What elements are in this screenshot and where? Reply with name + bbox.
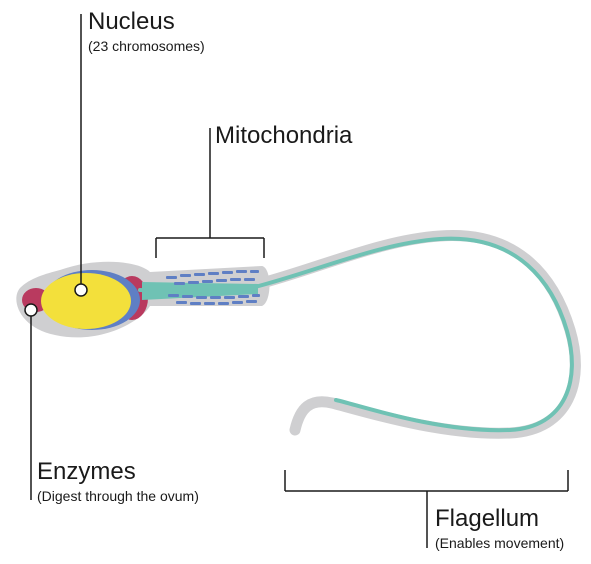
nucleus-subtitle: (23 chromosomes) [88,38,205,54]
mitochondrion [174,282,185,285]
mitochondria-bracket [155,128,265,258]
flagellum-tail-tip [293,399,334,434]
mitochondrion [204,302,215,305]
mitochondrion [166,276,177,279]
nucleus-title: Nucleus [88,8,175,35]
flagellum-bracket [284,470,569,548]
enzymes-subtitle: (Digest through the ovum) [37,488,199,504]
mitochondrion [216,279,227,282]
flagellum-title: Flagellum [435,505,540,532]
mitochondrion [188,281,199,284]
mitochondrion [222,271,233,274]
enzymes-label: Enzymes (Digest through the ovum) [37,458,199,504]
mitochondrion [194,273,205,276]
flagellum-label: Flagellum (Enables movement) [435,505,565,551]
mitochondria-group [166,270,260,305]
mitochondrion [176,301,187,304]
nucleus [41,273,131,329]
mitochondria-title: Mitochondria [215,122,353,149]
nucleus-label: Nucleus (23 chromosomes) [88,8,205,54]
mitochondrion [168,294,179,297]
mitochondrion [224,296,235,299]
mitochondrion [218,302,229,305]
mitochondrion [208,272,219,275]
mitochondrion [196,296,207,299]
mitochondrion [182,295,193,298]
enzymes-marker [24,303,38,317]
mitochondrion [232,301,243,304]
mitochondrion [250,270,259,273]
mitochondrion [190,302,201,305]
nucleus-marker [74,283,88,297]
mitochondria-label: Mitochondria [215,124,352,148]
mitochondrion [202,280,213,283]
mitochondrion [210,296,221,299]
mitochondrion [180,274,191,277]
mitochondrion [252,294,260,297]
axoneme-core [138,236,574,433]
mitochondrion [244,278,255,281]
flagellum-subtitle: (Enables movement) [435,535,565,551]
mitochondrion [230,278,241,281]
flagellum-sheath [249,230,581,439]
mitochondrion [238,295,249,298]
mitochondrion [236,270,247,273]
enzymes-title: Enzymes [37,458,136,485]
mitochondrion [246,300,257,303]
